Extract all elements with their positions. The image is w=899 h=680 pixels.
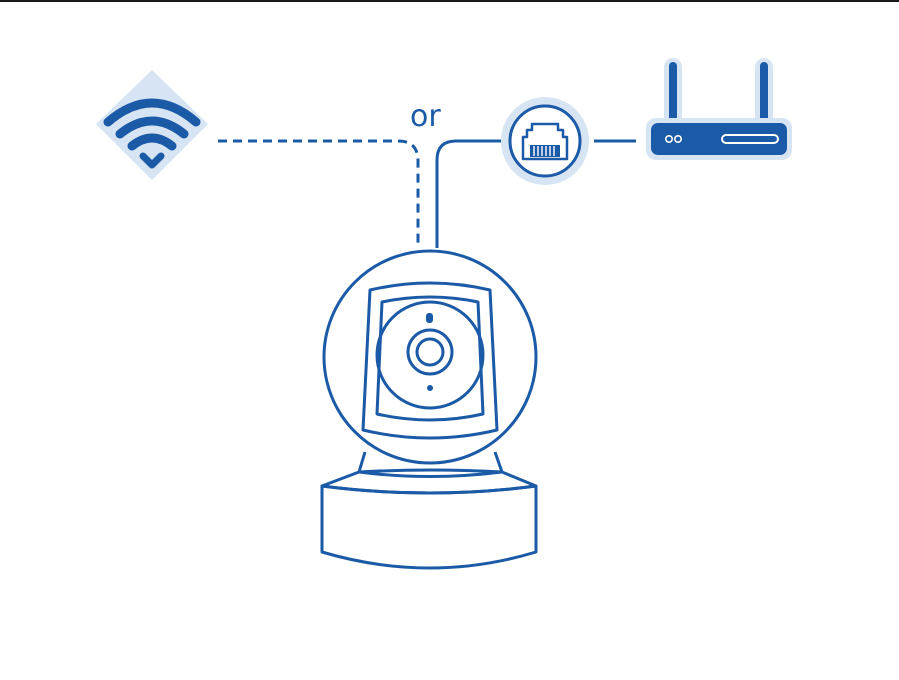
wireless-link-dashed	[218, 139, 420, 248]
top-border	[0, 0, 899, 2]
wired-link-cable	[435, 139, 503, 248]
pan-tilt-camera-icon	[320, 249, 538, 570]
ethernet-port-icon	[501, 97, 589, 185]
router-icon	[646, 58, 792, 160]
connection-option-label: or	[410, 99, 441, 134]
wifi-icon	[96, 70, 208, 180]
